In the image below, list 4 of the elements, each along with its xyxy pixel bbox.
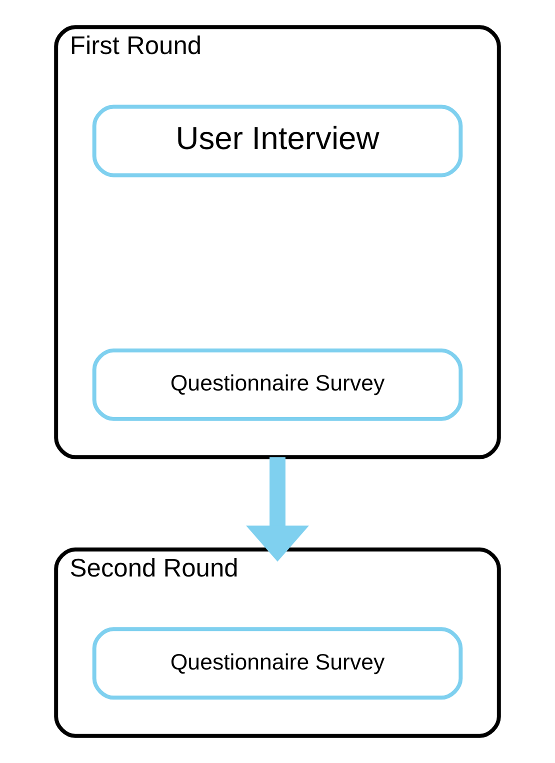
node-box: Questionnaire Survey <box>92 348 463 421</box>
node-box: Questionnaire Survey <box>92 627 463 700</box>
node-box: User Interview <box>92 104 463 178</box>
arrow <box>246 457 309 562</box>
